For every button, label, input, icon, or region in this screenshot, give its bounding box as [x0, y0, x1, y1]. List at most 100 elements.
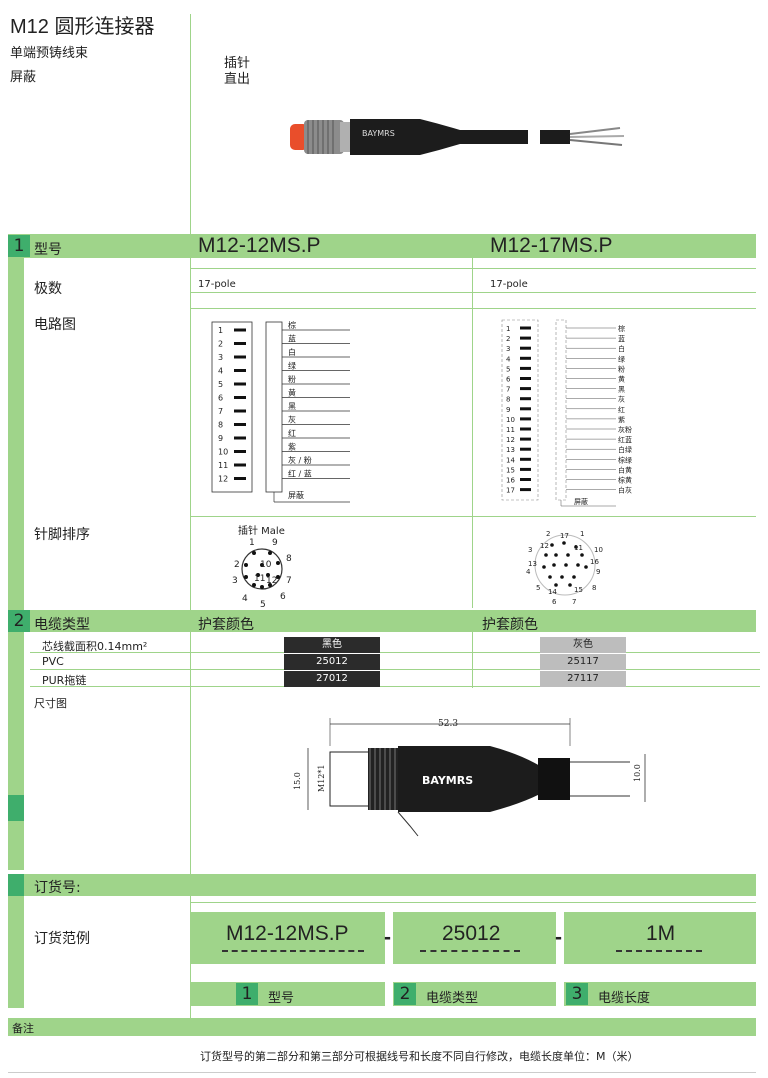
dim-dia-text: 15.0	[293, 772, 302, 790]
order-heading: 订货号:	[34, 880, 81, 896]
legend-3-text: 电缆长度	[598, 991, 651, 1006]
circuit-b-color: 白黄	[618, 465, 632, 474]
pinout-b-dot	[574, 545, 578, 549]
pinout-b-number: 1	[580, 530, 584, 538]
pvc-black-code: 25012	[284, 654, 380, 670]
circuit-a-pin: 6	[218, 394, 223, 403]
circuit-b-color: 棕绿	[618, 455, 632, 464]
circuit-label: 电路图	[34, 317, 76, 333]
circuit-a-pin: 5	[218, 380, 223, 389]
legend-3-number: 3	[566, 983, 588, 1005]
circuit-b-pin: 13	[506, 446, 515, 454]
circuit-b-color: 白	[618, 344, 625, 353]
model-label: 型号	[34, 242, 62, 258]
circuit-b-color: 白灰	[618, 486, 632, 495]
pinout-a-number: 6	[280, 592, 286, 602]
subtitle-harness: 单端预铸线束	[10, 46, 89, 61]
circuit-b-color: 绿	[618, 354, 625, 363]
pinout-a-dot	[276, 561, 280, 565]
section-2-number: 2	[8, 610, 30, 632]
pinout-b-number: 3	[528, 546, 532, 554]
pinout-b-number: 13	[528, 560, 537, 568]
circuit-b-pin-mark	[520, 417, 531, 421]
cable-row-name: PVC	[42, 655, 64, 668]
circuit-a-pin-mark	[234, 463, 246, 467]
pinout-b-dot	[580, 553, 584, 557]
circuit-a-pin: 7	[218, 407, 223, 416]
pinout-b-dot	[566, 553, 570, 557]
circuit-a-color: 蓝	[288, 334, 296, 344]
circuit-a-pin-mark	[234, 477, 246, 480]
circuit-b-pin-mark	[520, 457, 531, 461]
circuit-a-pin: 11	[218, 461, 228, 470]
order-part-2: 25012	[442, 922, 501, 945]
circuit-a-pin-mark	[234, 369, 246, 372]
circuit-b-color: 棕	[618, 324, 625, 333]
circuit-b-pin: 17	[506, 487, 515, 495]
connector-type-straight: 直出	[224, 72, 251, 87]
poles-value-b: 17-pole	[490, 279, 528, 290]
pinout-a-number: 4	[242, 594, 248, 604]
pinout-b-dot	[548, 575, 552, 579]
circuit-b-pin-mark	[520, 407, 531, 411]
circuit-a-color: 绿	[288, 362, 296, 371]
pinout-a-number: 1	[249, 538, 255, 548]
circuit-b-pin-mark	[520, 326, 531, 330]
pinout-b-dot	[560, 575, 564, 579]
circuit-b-pin: 7	[506, 386, 510, 394]
left-sidebar	[8, 258, 24, 870]
circuit-a-color: 黑	[288, 402, 296, 411]
pinout-b-dot	[550, 543, 554, 547]
circuit-a-pin: 12	[218, 475, 228, 484]
pinout-b-number: 2	[546, 530, 550, 538]
circuit-a-pin: 8	[218, 421, 223, 430]
circuit-b-pin: 3	[506, 345, 510, 353]
order-sep-2: -	[555, 926, 562, 949]
circuit-b-pin-mark	[520, 427, 531, 431]
circuit-a-pin-mark	[234, 355, 246, 359]
circuit-b-pin: 9	[506, 406, 510, 414]
dimension-drawing: 52.3 15.0 M12*1 BAYMRS 10.0	[293, 718, 646, 837]
poles-label: 极数	[34, 281, 62, 297]
circuit-b-color: 白绿	[618, 445, 632, 454]
pinout-b-dot	[554, 583, 558, 587]
black-color-cell: 黑色	[284, 637, 380, 653]
pinout-b-dot	[568, 583, 572, 587]
dim-cable-text: 10.0	[633, 764, 642, 782]
pinout-a-dot	[268, 551, 272, 555]
circuit-a-color: 白	[288, 347, 296, 357]
circuit-b-pin: 15	[506, 466, 515, 474]
cable-row-1: 芯线截面积0.14mm²	[30, 636, 760, 653]
connector-type-pin: 插针	[224, 56, 251, 71]
pinout-b-number: 9	[596, 568, 600, 576]
circuit-b-pin-mark	[520, 356, 531, 360]
circuit-b-pin-mark	[520, 336, 531, 340]
page-title: M12 圆形连接器	[10, 16, 155, 38]
poles-value-a: 17-pole	[198, 279, 236, 290]
pinout-a-title: 插针 Male	[238, 526, 285, 537]
cable-row-name: 芯线截面积0.14mm²	[42, 640, 148, 653]
pinout-b-number: 11	[574, 544, 583, 552]
order-part-1: M12-12MS.P	[226, 922, 349, 945]
pinout-b-dot	[572, 575, 576, 579]
model-b: M12-17MS.P	[490, 234, 613, 257]
subtitle-shield: 屏蔽	[10, 70, 37, 85]
pur-black-code: 27012	[284, 671, 380, 687]
dim-brand-text: BAYMRS	[422, 774, 473, 787]
circuit-b-pin-mark	[520, 397, 531, 401]
order-part-3: 1M	[646, 922, 676, 945]
circuit-b-color: 黄	[618, 375, 625, 384]
order-sep-1: -	[384, 926, 391, 949]
pinout-b-number: 5	[536, 584, 540, 592]
circuit-a-pin: 3	[218, 353, 223, 362]
circuit-b-color: 黑	[618, 386, 625, 394]
gray-color-cell: 灰色	[540, 637, 626, 653]
circuit-a-color: 紫	[288, 443, 296, 452]
circuit-a-pin-mark	[234, 436, 246, 440]
circuit-b-pin: 8	[506, 396, 510, 404]
circuit-b-pin-mark	[520, 437, 531, 441]
pinout-a-dot	[276, 575, 280, 579]
section-1-number: 1	[8, 235, 30, 257]
